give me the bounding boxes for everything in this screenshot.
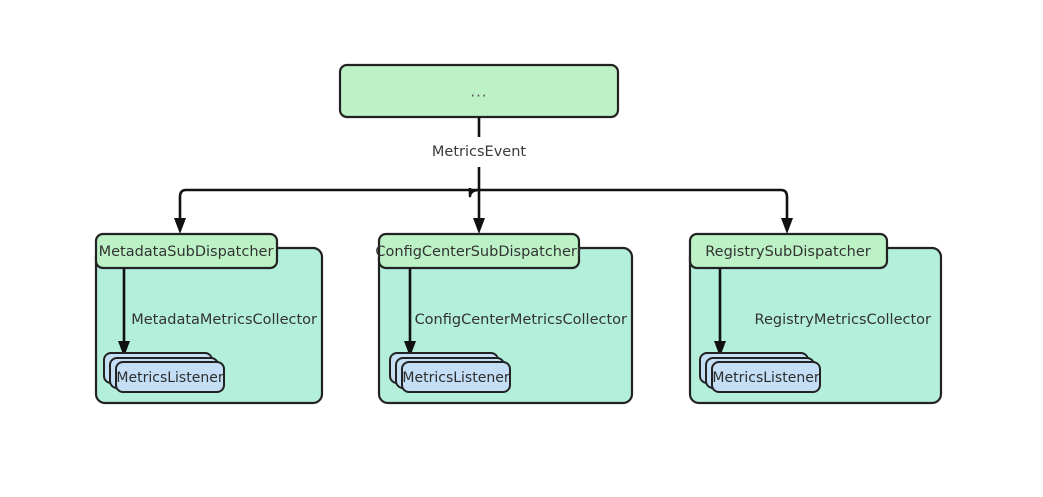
configcenter-dispatcher-box[interactable] xyxy=(377,232,581,270)
metadata-internal-edge-arrowhead xyxy=(118,341,130,357)
edge-to-metadata-arrowhead xyxy=(174,218,186,234)
configcenter-listener-box[interactable] xyxy=(401,361,511,393)
metadata-dispatcher-label: MetadataSubDispatcher xyxy=(99,244,274,260)
branch-configcenter: ConfigCenterMetricsCollector ConfigCente… xyxy=(375,232,634,405)
configcenter-collector-label: ConfigCenterMetricsCollector xyxy=(415,312,627,328)
registry-listener-label: MetricsListener xyxy=(712,370,819,386)
branch-registry: RegistryMetricsCollector RegistrySubDisp… xyxy=(688,232,943,405)
configcenter-dispatcher-label: ConfigCenterSubDispatcherr xyxy=(375,244,582,260)
root-node-label: ... xyxy=(470,83,487,101)
edge-to-metadata xyxy=(178,188,480,218)
registry-dispatcher-box[interactable] xyxy=(688,232,889,270)
root-node[interactable]: ... xyxy=(338,63,620,119)
metadata-collector-label: MetadataMetricsCollector xyxy=(131,312,317,328)
registry-listener-box[interactable] xyxy=(711,361,821,393)
fan-out-edges xyxy=(174,188,793,234)
metadata-listener-box[interactable] xyxy=(115,361,225,393)
main-edge-trunk: MetricsEvent xyxy=(432,117,526,190)
registry-collector-label: RegistryMetricsCollector xyxy=(755,312,931,328)
edge-to-configcenter-arrowhead xyxy=(473,218,485,234)
registry-internal-edge-arrowhead xyxy=(714,341,726,357)
metadata-listener-label: MetricsListener xyxy=(116,370,223,386)
configcenter-listener-label: MetricsListener xyxy=(402,370,509,386)
edge-to-registry-arrowhead xyxy=(781,218,793,234)
main-edge-label: MetricsEvent xyxy=(432,144,526,160)
metadata-dispatcher-box[interactable] xyxy=(94,232,279,270)
edge-to-registry xyxy=(479,188,789,218)
configcenter-internal-edge-arrowhead xyxy=(404,341,416,357)
registry-dispatcher-label: RegistrySubDispatcher xyxy=(705,244,871,260)
branch-metadata: MetadataMetricsCollector MetadataSubDisp… xyxy=(94,232,324,405)
